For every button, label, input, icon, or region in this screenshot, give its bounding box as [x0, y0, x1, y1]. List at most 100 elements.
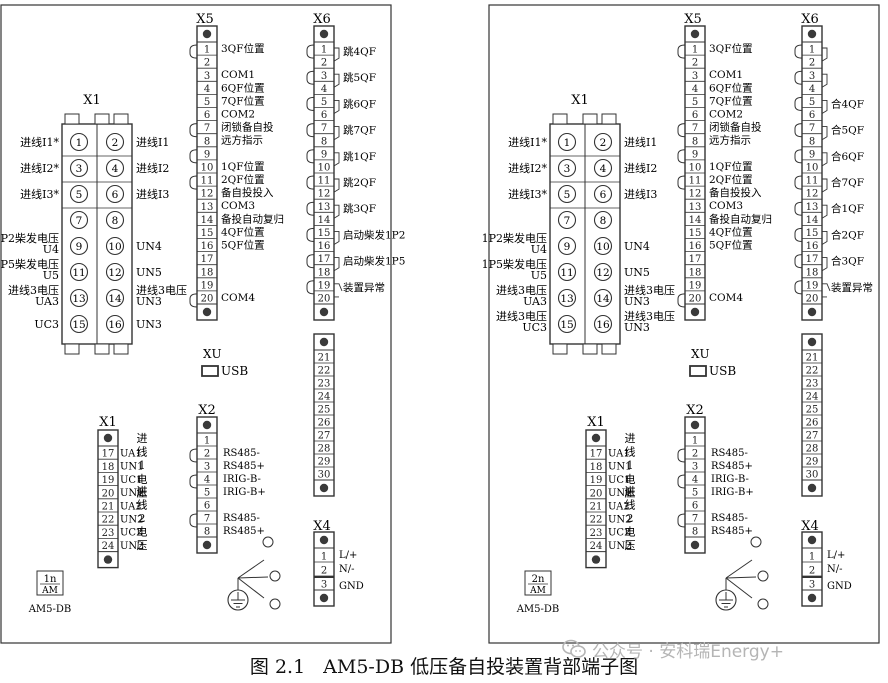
x1-terminal-screw-icon [593, 262, 613, 282]
x1-pin: 5 [564, 189, 571, 201]
x1b-label: UA2 [120, 501, 142, 512]
terminal-point-icon [269, 598, 281, 610]
x5-pin: 1 [692, 45, 698, 56]
x5-pin: 19 [689, 280, 702, 291]
panel-frame [0, 4, 392, 644]
x6-label: 装置异常 [831, 281, 873, 294]
x1b-group-label: 电 [625, 473, 636, 486]
contact-symbol [821, 73, 828, 88]
contact-symbol [333, 126, 340, 141]
x5-label: 备自投投入 [221, 186, 274, 199]
terminal-point-icon [262, 536, 274, 548]
x2-pin: 8 [204, 527, 210, 538]
x5-group-bracket [677, 123, 686, 138]
x1-latch [94, 113, 110, 125]
x6-pin: 10 [318, 163, 331, 174]
x6-pin: 11 [318, 176, 331, 187]
x6-label: 跳5QF [343, 71, 376, 84]
x6-pin: 9 [809, 149, 815, 160]
x5-group-bracket [677, 175, 686, 190]
x1b-group-label: 压 [625, 486, 636, 499]
x1-left-label: 1P5柴发电压 [482, 257, 547, 271]
x6-label: 跳7QF [343, 124, 376, 137]
x1-pin: 15 [560, 319, 573, 331]
x4-label: GND [827, 581, 852, 592]
x6-pin: 7 [809, 123, 815, 134]
x5-pin: 15 [201, 228, 214, 239]
x2-label: RS485+ [223, 461, 265, 472]
x5-label: 闭锁备自投 [221, 121, 274, 134]
x5-label: COM3 [709, 200, 743, 212]
x1b-label: UN1 [120, 488, 144, 499]
ground-symbol [715, 536, 769, 611]
x4-pin: 1 [809, 552, 815, 563]
contact-symbol [333, 204, 340, 219]
x1-right-label: UN3 [136, 295, 162, 308]
x6-pin: 20 [318, 294, 331, 305]
x6-group-bracket [794, 96, 803, 111]
x1-terminal-screw-icon [557, 236, 577, 256]
x6-group-bracket [306, 280, 315, 295]
x5-pin: 4 [204, 84, 210, 95]
x2-label: RS485+ [223, 526, 265, 537]
mount-screw-icon [591, 555, 601, 564]
x1b-group-label: 2 [139, 512, 146, 525]
x4-pin: 3 [321, 580, 327, 591]
x5-terminal-strip: X512345678910111213141516171819203QF位置CO… [189, 12, 284, 321]
x1-left-label: 进线I1* [508, 135, 547, 149]
x1-pin: 8 [112, 215, 119, 227]
x5-terminal-strip: X512345678910111213141516171819203QF位置CO… [677, 12, 772, 321]
x2-terminal-strip: X212345678RS485-RS485+IRIG-B-IRIG-B+RS48… [677, 403, 754, 554]
x1-pin: 12 [108, 267, 121, 279]
x6-group-bracket [306, 149, 315, 164]
x5-label: 7QF位置 [221, 94, 265, 107]
x5-pin: 6 [204, 110, 210, 121]
x6b-pin: 25 [806, 405, 819, 416]
x1-terminal-screw-icon [593, 236, 613, 256]
x1-pin: 2 [600, 137, 607, 149]
x6-label: 启动柴发1P5 [343, 255, 405, 268]
x6-title: X6 [313, 12, 331, 27]
x5-pin: 3 [204, 71, 210, 82]
x4-label: L/+ [339, 550, 357, 561]
x5-pin: 5 [692, 97, 698, 108]
x2-label: IRIG-B+ [223, 487, 266, 498]
x1-pin: 16 [596, 319, 610, 331]
x1-terminal-screw-icon [69, 236, 89, 256]
x1-voltage-strip: X11718192021222324UA1UN1UC1UN1UA2UN2UC2U… [97, 415, 148, 569]
mount-screw-icon [319, 307, 329, 317]
x1-left-label: 进线I3* [508, 187, 547, 201]
module-tag-id: 1n [44, 574, 57, 585]
x1-terminal-screw-icon [105, 132, 125, 152]
x5-pin: 14 [689, 215, 702, 226]
x5-pin: 11 [689, 176, 702, 187]
x2-pin: 1 [692, 436, 698, 447]
x1-pin: 16 [108, 319, 122, 331]
x2-pin: 8 [692, 527, 698, 538]
x1-latch [113, 343, 129, 355]
x1-terminal-screw-icon [69, 184, 89, 204]
x6-group-bracket [794, 149, 803, 164]
x1-terminal-screw-icon [557, 132, 577, 152]
x6-label: 跳2QF [343, 176, 376, 189]
x2-pin: 5 [204, 488, 210, 499]
watermark: 公众号 · 安科瑞Energy+ [562, 636, 784, 662]
mount-screw-icon [319, 535, 329, 545]
x1b-group-label: 线 [625, 497, 636, 511]
x1-pin: 11 [560, 267, 573, 279]
x5-group-bracket [189, 293, 198, 308]
x1-left-label: 进线I1* [20, 135, 59, 149]
module-tag-type: AM [41, 586, 58, 596]
x6-pin: 19 [806, 280, 819, 291]
x1b-pin: 23 [590, 528, 603, 539]
x5-label: COM1 [709, 69, 743, 81]
x1-terminal-screw-icon [105, 184, 125, 204]
x6-pin: 10 [806, 163, 819, 174]
x6-pin: 8 [321, 136, 327, 147]
x1b-group-label: 1 [627, 459, 634, 472]
x5-pin: 2 [204, 58, 210, 69]
xu-title: XU [203, 347, 222, 361]
x6-group-bracket [306, 123, 315, 138]
